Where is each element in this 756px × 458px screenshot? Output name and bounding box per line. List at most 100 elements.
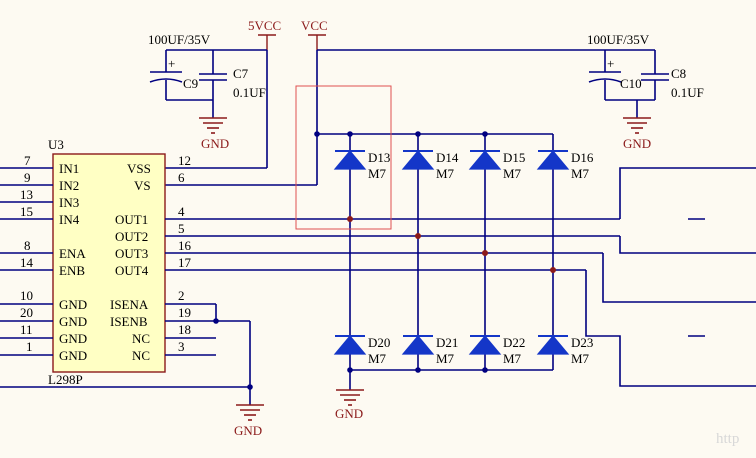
5vcc-rail: 5VCC bbox=[165, 18, 281, 169]
right-pin-num: 16 bbox=[178, 238, 192, 253]
diode-type: M7 bbox=[503, 351, 522, 366]
right-pin-vs: VS 6 bbox=[134, 170, 185, 193]
left-pin-name: IN4 bbox=[59, 212, 80, 227]
right-pin-nc1: NC 18 bbox=[132, 322, 216, 346]
left-pin-num: 10 bbox=[20, 288, 33, 303]
right-pin-name: OUT1 bbox=[115, 212, 148, 227]
highlight-box bbox=[295, 85, 392, 230]
right-pin-num: 5 bbox=[178, 221, 185, 236]
right-pin-num: 2 bbox=[178, 288, 185, 303]
right-pin-name: OUT4 bbox=[115, 263, 149, 278]
left-pin-name: GND bbox=[59, 348, 87, 363]
junction-dot bbox=[415, 131, 421, 137]
diode-d15: D15 M7 bbox=[468, 150, 525, 181]
c10-value: 100UF/35V bbox=[587, 32, 650, 47]
right-pin-num: 3 bbox=[178, 339, 185, 354]
right-pin-out2: OUT2 5 bbox=[115, 221, 620, 244]
junction-dot bbox=[482, 250, 488, 256]
right-pin-num: 18 bbox=[178, 322, 191, 337]
diode-type: M7 bbox=[571, 351, 590, 366]
diode-d23: D23 M7 bbox=[536, 335, 593, 366]
right-pin-isena: ISENA 2 bbox=[110, 288, 216, 312]
left-pin-num: 8 bbox=[24, 238, 31, 253]
c7-value: 0.1UF bbox=[233, 85, 266, 100]
diode-ref: D21 bbox=[436, 335, 458, 350]
right-pin-name: OUT2 bbox=[115, 229, 148, 244]
diode-ref: D13 bbox=[368, 150, 390, 165]
left-pin-num: 20 bbox=[20, 305, 33, 320]
left-pin-name: IN2 bbox=[59, 178, 79, 193]
right-pin-nc2: NC 3 bbox=[132, 339, 216, 363]
chip-u3: U3 L298P 7 IN1 9 IN2 13 IN3 15 IN4 8 ENA bbox=[0, 137, 620, 387]
diode-ref: D16 bbox=[571, 150, 594, 165]
diode-d14: D14 M7 bbox=[401, 150, 459, 181]
left-pin-1: 7 IN1 bbox=[0, 153, 79, 176]
diode-d21: D21 M7 bbox=[401, 335, 458, 366]
c8-ref: C8 bbox=[671, 66, 686, 81]
junction-dot bbox=[213, 318, 219, 324]
right-pin-name: ISENB bbox=[110, 314, 148, 329]
left-pin-9: 11 GND bbox=[0, 322, 87, 346]
junction-dot bbox=[415, 367, 421, 373]
left-pin-name: IN1 bbox=[59, 161, 79, 176]
gnd-label-1: GND bbox=[201, 136, 229, 151]
left-pin-2: 9 IN2 bbox=[0, 170, 79, 193]
junction-dot bbox=[550, 267, 556, 273]
diode-d13: D13 M7 bbox=[333, 150, 390, 181]
junction-dot bbox=[314, 131, 320, 137]
gnd-label-3: GND bbox=[234, 423, 262, 438]
cap-c8: C8 0.1UF bbox=[641, 50, 704, 100]
c7-ref: C7 bbox=[233, 66, 249, 81]
diode-ref: D15 bbox=[503, 150, 525, 165]
left-pin-6: 14 ENB bbox=[0, 255, 85, 278]
diode-type: M7 bbox=[368, 351, 387, 366]
watermark: http bbox=[716, 431, 739, 447]
left-pin-4: 15 IN4 bbox=[0, 204, 80, 227]
diode-ref: D23 bbox=[571, 335, 593, 350]
c9-ref: C9 bbox=[183, 76, 198, 91]
right-pin-num: 4 bbox=[178, 204, 185, 219]
gnd-label-2: GND bbox=[623, 136, 651, 151]
junction-dot bbox=[247, 384, 253, 390]
left-pin-num: 7 bbox=[24, 153, 31, 168]
diode-type: M7 bbox=[571, 166, 590, 181]
left-pin-name: ENB bbox=[59, 263, 85, 278]
gnd-symbol-bridge: GND bbox=[335, 389, 364, 421]
diode-ref: D14 bbox=[436, 150, 459, 165]
c9-polarity: + bbox=[168, 56, 175, 71]
gnd-symbol-c8: GND bbox=[623, 117, 651, 151]
right-pin-name: VSS bbox=[127, 161, 151, 176]
diode-ref: D22 bbox=[503, 335, 525, 350]
right-pin-out3: OUT3 16 bbox=[115, 238, 603, 261]
cap-c9: + C9 100UF/35V bbox=[148, 32, 267, 100]
output-routing bbox=[585, 167, 756, 387]
c10-polarity: + bbox=[607, 56, 614, 71]
right-pin-isenb: ISENB 19 bbox=[110, 305, 216, 329]
diode-d16: D16 M7 bbox=[536, 150, 594, 181]
cap-c7: C7 0.1UF bbox=[199, 50, 266, 100]
right-pin-name: OUT3 bbox=[115, 246, 148, 261]
right-pin-name: VS bbox=[134, 178, 151, 193]
left-pin-num: 11 bbox=[20, 322, 33, 337]
right-pin-num: 12 bbox=[178, 153, 191, 168]
right-pin-vss: VSS 12 bbox=[127, 153, 191, 176]
left-pin-name: GND bbox=[59, 314, 87, 329]
isense-ground-net: GND bbox=[0, 304, 264, 438]
gnd-symbol-c7: GND bbox=[199, 117, 229, 151]
right-pin-num: 19 bbox=[178, 305, 191, 320]
left-pin-num: 15 bbox=[20, 204, 33, 219]
left-pin-num: 13 bbox=[20, 187, 33, 202]
left-pin-3: 13 IN3 bbox=[0, 187, 79, 210]
junction-dot bbox=[347, 216, 353, 222]
junction-dot bbox=[482, 367, 488, 373]
chip-part: L298P bbox=[48, 372, 83, 387]
diode-bridge: D13 M7 D14 M7 D15 M7 D16 M7 D20 M7 bbox=[314, 131, 594, 421]
left-pin-7: 10 GND bbox=[0, 288, 87, 312]
right-pin-out4: OUT4 17 bbox=[115, 255, 586, 278]
diode-ref: D20 bbox=[368, 335, 390, 350]
junction-dot bbox=[347, 367, 353, 373]
vcc-label: VCC bbox=[301, 18, 328, 33]
right-pin-out1: OUT1 4 bbox=[115, 204, 620, 227]
left-pin-name: GND bbox=[59, 297, 87, 312]
